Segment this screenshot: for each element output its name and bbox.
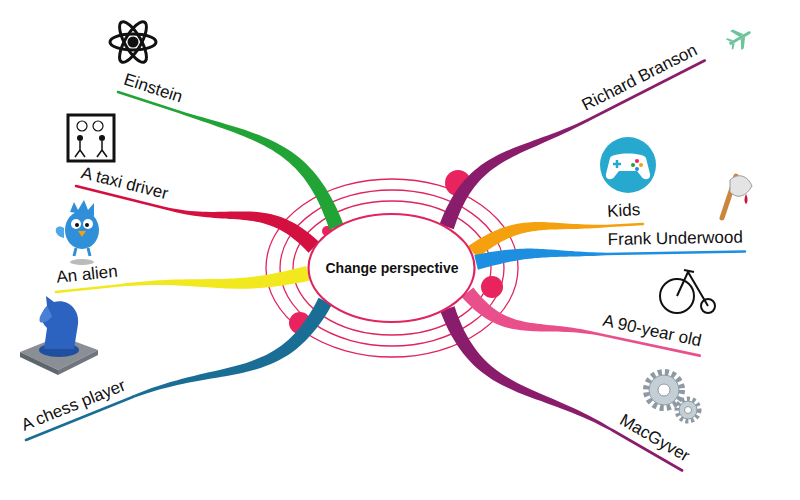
topic-text: Richard Branson [579, 40, 700, 114]
topic-text: Kids [607, 200, 641, 221]
topic-text: A 90-year old [601, 311, 703, 350]
topic-text: Frank Underwood [608, 228, 743, 249]
branch-band [166, 207, 319, 253]
branch-connector [118, 92, 344, 230]
branch-band [474, 249, 606, 270]
gamepad-icon [600, 137, 656, 193]
branch-topic: A chess player [17, 375, 132, 441]
branch-topic: Kids [605, 200, 643, 226]
branch-underline [606, 224, 643, 226]
branch-topic: Einstein [118, 69, 187, 112]
topic-text: An alien [55, 262, 118, 287]
branch-band [462, 288, 599, 336]
axe-icon [722, 176, 752, 218]
plane-icon [723, 22, 756, 54]
bird-icon [56, 200, 99, 265]
branch-topic: Richard Branson [577, 39, 704, 120]
branch-band [132, 298, 332, 398]
topic-text: Einstein [122, 70, 185, 107]
branch-connector [474, 249, 745, 270]
branch-topic: An alien [53, 261, 121, 292]
branch-connector [462, 288, 700, 356]
gears-icon [646, 372, 699, 421]
branch-topic: A taxi driver [76, 163, 172, 209]
branch-connector [76, 186, 319, 253]
branch-underline [56, 285, 121, 292]
topic-text: Change perspective [325, 260, 458, 276]
branch-connector [440, 61, 705, 230]
branch-band [440, 119, 589, 229]
bicycle-icon [660, 270, 715, 313]
topic-text: A taxi driver [79, 163, 170, 203]
topic-text: A chess player [19, 376, 129, 435]
branch-underline [606, 252, 745, 254]
chess-knight-icon [20, 296, 98, 375]
figure-icon [68, 115, 114, 161]
branch-band [440, 306, 612, 431]
topic-outline [309, 214, 475, 322]
branch-topic: Frank Underwood [606, 228, 746, 255]
central-topic: Change perspective [305, 212, 478, 324]
branch-connector [26, 298, 332, 440]
branch-band [121, 266, 310, 289]
branch-topic: A 90-year old [598, 311, 705, 357]
atom-icon [110, 18, 156, 66]
